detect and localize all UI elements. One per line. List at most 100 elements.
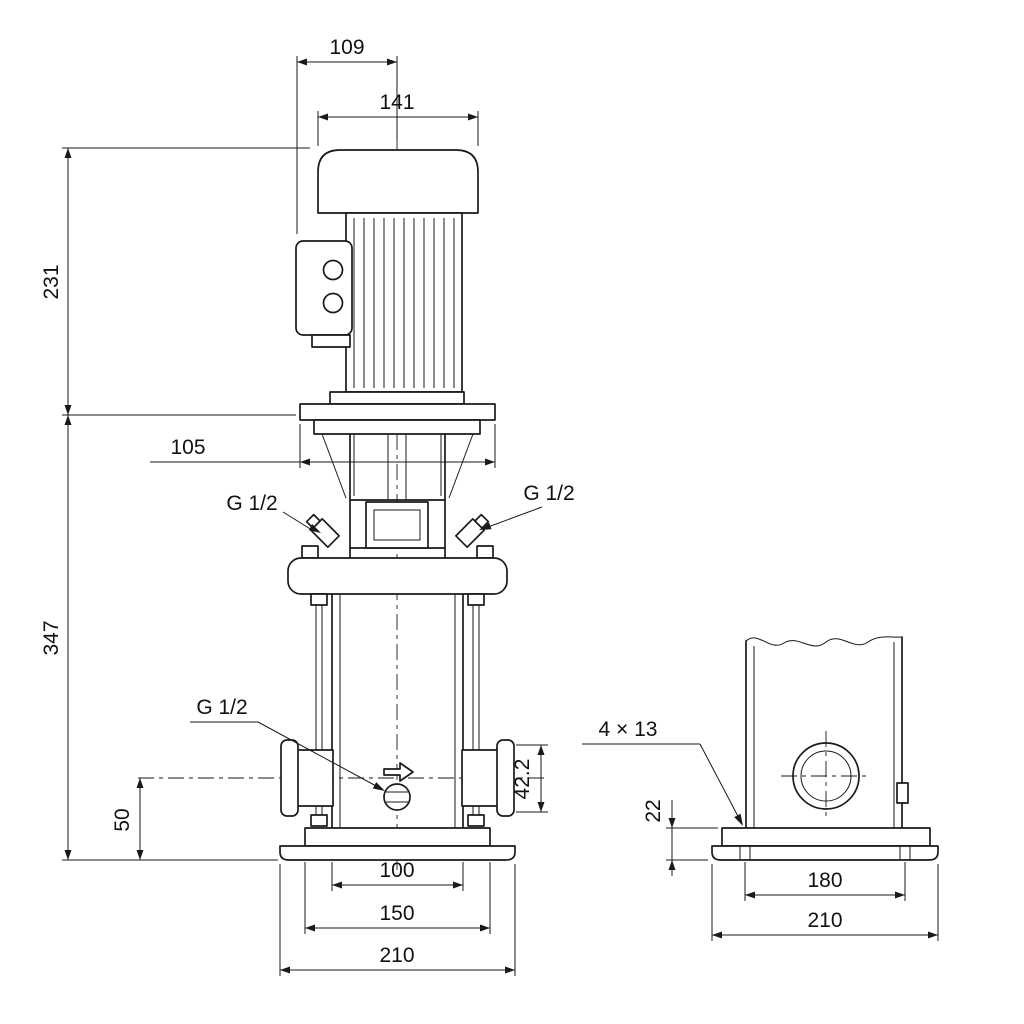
arrowhead — [300, 458, 310, 466]
cable-entry-top — [322, 259, 344, 281]
leader-line — [282, 511, 313, 531]
flow-direction-icon — [383, 762, 414, 782]
plug-hex — [474, 513, 490, 529]
arrowhead — [928, 931, 938, 939]
shaft-lines — [353, 434, 442, 500]
dimension-105: 105 — [150, 424, 496, 468]
head-outline — [349, 433, 446, 559]
bolt-slots — [739, 846, 911, 860]
motor-stool — [299, 391, 496, 435]
arrowhead — [745, 891, 755, 899]
side-base-foot-plate — [711, 845, 939, 861]
leader-line — [487, 506, 543, 528]
arrowhead — [332, 881, 342, 889]
label-bolt-holes: 4 × 13 — [582, 718, 743, 826]
dim-label-42-2: 42.2 — [511, 759, 534, 800]
discharge-port — [461, 739, 515, 817]
stool-flange — [299, 403, 496, 421]
base-foot-plate — [279, 845, 516, 861]
arrowhead — [712, 931, 722, 939]
arrowhead — [372, 782, 385, 791]
side-port-crosshair — [781, 731, 871, 821]
chamber-stack — [310, 593, 485, 829]
staybolts — [315, 598, 480, 824]
dim-label-347: 347 — [40, 620, 63, 655]
dim-label-150: 150 — [379, 902, 414, 925]
break-line — [745, 636, 903, 647]
extension-lines — [317, 111, 479, 146]
cable-entry-bottom — [322, 292, 344, 314]
sleeve-inner-wall — [339, 594, 456, 828]
dim-label-231: 231 — [40, 264, 63, 299]
dimension-347: 347 — [40, 415, 278, 861]
extension-lines — [304, 862, 491, 934]
extension-lines — [279, 864, 516, 976]
coupling-window — [373, 509, 421, 541]
dimension-150: 150 — [304, 862, 491, 934]
port-pipe — [461, 749, 499, 807]
dimension-141: 141 — [317, 91, 479, 146]
suction-port — [280, 739, 334, 817]
dim-label-210-side: 210 — [807, 909, 842, 932]
arrowhead — [485, 458, 495, 466]
motor-flange-band — [329, 391, 465, 405]
arrowhead — [895, 891, 905, 899]
vent-plug-right — [455, 513, 490, 548]
dimension-100: 100 — [331, 859, 464, 891]
arrowhead — [468, 113, 478, 121]
side-sleeve-inner — [753, 642, 895, 828]
dimension-180: 180 — [744, 862, 906, 901]
staybolt-nut — [310, 593, 328, 606]
arrowhead — [387, 58, 397, 66]
side-base-upper-plate — [721, 827, 931, 847]
g12-label: G 1/2 — [523, 482, 574, 505]
g12-label: G 1/2 — [196, 696, 247, 719]
terminal-box — [295, 240, 353, 336]
arrowhead — [318, 113, 328, 121]
dim-label-141: 141 — [379, 91, 414, 114]
staybolt-nut-left — [301, 545, 319, 559]
leader-line — [190, 721, 379, 788]
arrowhead — [668, 860, 676, 870]
arrowhead — [297, 58, 307, 66]
extension-lines — [666, 827, 718, 861]
dim-label-210-front: 210 — [379, 944, 414, 967]
dimension-109: 109 — [296, 36, 398, 234]
arrowhead — [280, 966, 290, 974]
head-flange — [287, 557, 508, 595]
arrowhead — [64, 148, 72, 158]
arrowhead — [64, 405, 72, 415]
port-flange — [280, 739, 299, 817]
label-g12-drain: G 1/2 — [190, 696, 385, 791]
base-front — [279, 827, 516, 861]
bolt-holes-label: 4 × 13 — [599, 718, 658, 741]
dim-label-109: 109 — [329, 36, 364, 59]
extension-lines — [331, 862, 464, 891]
arrowhead — [453, 881, 463, 889]
g12-label: G 1/2 — [226, 492, 277, 515]
drain-plug — [383, 783, 411, 811]
arrowhead — [479, 522, 492, 530]
dim-label-105: 105 — [170, 436, 205, 459]
staybolt-nut — [310, 814, 328, 827]
coupling-guard — [365, 501, 429, 549]
stool-lower-band — [313, 419, 481, 435]
dim-label-180: 180 — [807, 869, 842, 892]
arrowhead — [480, 924, 490, 932]
vent-plug-left — [305, 513, 340, 548]
arrowhead — [64, 415, 72, 425]
drain-plug-face — [383, 783, 411, 811]
staybolt-nut — [467, 593, 485, 606]
extension-lines — [516, 744, 548, 813]
arrowhead — [668, 818, 676, 828]
extension-lines — [711, 864, 939, 941]
extension-lines — [62, 147, 310, 416]
staybolt-nut-right — [476, 545, 494, 559]
arrowhead — [305, 924, 315, 932]
bracket-taper-lines — [321, 433, 474, 499]
drain-plug-hex-lines — [386, 791, 408, 803]
arrowhead — [537, 745, 545, 755]
motor-fan-cover — [317, 149, 479, 214]
